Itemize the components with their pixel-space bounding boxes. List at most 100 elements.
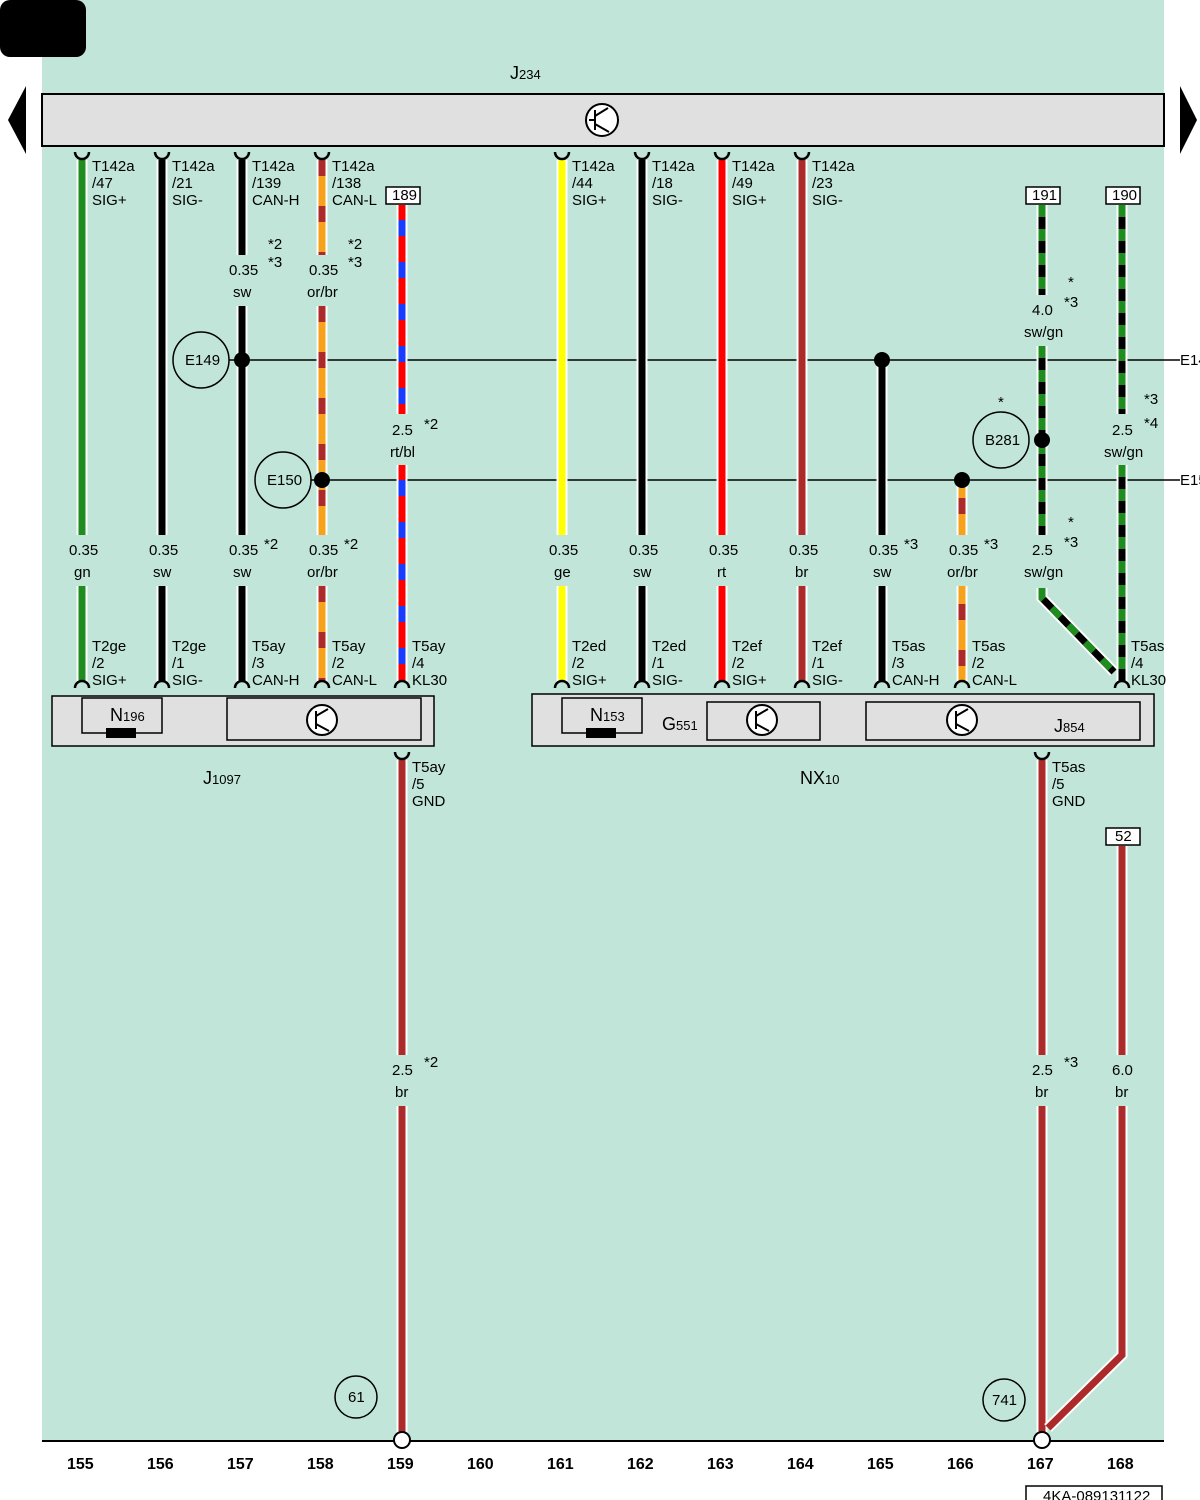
svg-text:6.0: 6.0 xyxy=(1112,1062,1133,1079)
svg-text:sw: sw xyxy=(233,564,252,581)
prev-page-arrow-icon[interactable] xyxy=(8,86,26,154)
svg-text:168: 168 xyxy=(1107,1456,1134,1473)
svg-text:2.5: 2.5 xyxy=(1112,422,1133,439)
svg-text:T2ge: T2ge xyxy=(92,638,126,655)
circle-e150[interactable]: E150 xyxy=(254,451,312,509)
edge-ref-e149: E149 xyxy=(1180,352,1200,369)
svg-text:SIG-: SIG- xyxy=(172,192,203,209)
bottom-pin-labels: T2ge /2 SIG+ T2ge /1 SIG- T5ay /3 CAN-H … xyxy=(92,638,1166,689)
svg-text:157: 157 xyxy=(227,1456,254,1473)
svg-text:158: 158 xyxy=(307,1456,334,1473)
svg-text:SIG+: SIG+ xyxy=(732,672,767,689)
svg-text:163: 163 xyxy=(707,1456,734,1473)
svg-text:T5as: T5as xyxy=(1052,759,1085,776)
svg-text:/44: /44 xyxy=(572,175,593,192)
svg-text:4KA-089131122: 4KA-089131122 xyxy=(1043,1488,1150,1500)
svg-text:/23: /23 xyxy=(812,175,833,192)
ref-box-52[interactable]: 52 xyxy=(1105,827,1141,846)
sub-n196 xyxy=(81,697,163,734)
edge-ref-e150: E150 xyxy=(1180,472,1200,489)
component-nx10[interactable]: N153 G551 J854 NX10 xyxy=(531,693,1155,788)
svg-text:br: br xyxy=(395,1084,408,1101)
svg-text:/21: /21 xyxy=(172,175,193,192)
svg-text:4.0: 4.0 xyxy=(1032,302,1053,319)
component-j1097[interactable]: N196 J1097 xyxy=(51,695,435,788)
circle-b281[interactable]: * B281 xyxy=(972,394,1030,469)
svg-text:/2: /2 xyxy=(572,655,585,672)
svg-text:164: 164 xyxy=(787,1456,814,1473)
svg-text:/1: /1 xyxy=(652,655,665,672)
page-tab xyxy=(0,0,86,57)
svg-text:0.35: 0.35 xyxy=(869,542,898,559)
next-page-arrow-icon[interactable] xyxy=(1180,86,1197,154)
svg-text:br: br xyxy=(1035,1084,1048,1101)
circle-61[interactable]: 61 xyxy=(334,1375,378,1419)
svg-text:T142a: T142a xyxy=(252,158,295,175)
svg-text:SIG-: SIG- xyxy=(172,672,203,689)
svg-text:161: 161 xyxy=(547,1456,574,1473)
svg-text:E150: E150 xyxy=(267,472,302,489)
svg-text:GND: GND xyxy=(412,793,446,810)
svg-text:/47: /47 xyxy=(92,175,113,192)
svg-text:/49: /49 xyxy=(732,175,753,192)
svg-text:T2ge: T2ge xyxy=(172,638,206,655)
svg-text:CAN-H: CAN-H xyxy=(892,672,940,689)
transistor-icon xyxy=(306,704,338,736)
svg-text:SIG+: SIG+ xyxy=(572,192,607,209)
svg-text:br: br xyxy=(1115,1084,1128,1101)
svg-text:/1: /1 xyxy=(812,655,825,672)
svg-text:sw/gn: sw/gn xyxy=(1024,564,1063,581)
svg-text:*3: *3 xyxy=(1064,534,1078,551)
svg-text:GND: GND xyxy=(1052,793,1086,810)
svg-text:SIG+: SIG+ xyxy=(732,192,767,209)
svg-text:E149: E149 xyxy=(185,352,220,369)
svg-text:189: 189 xyxy=(392,187,417,204)
svg-text:T142a: T142a xyxy=(332,158,375,175)
svg-text:*3: *3 xyxy=(1064,294,1078,311)
svg-text:*2: *2 xyxy=(264,536,278,553)
svg-text:0.35: 0.35 xyxy=(149,542,178,559)
svg-text:/1: /1 xyxy=(172,655,185,672)
svg-text:sw: sw xyxy=(153,564,172,581)
drawing-number-box: 4KA-089131122 xyxy=(1025,1485,1163,1500)
svg-text:0.35: 0.35 xyxy=(229,542,258,559)
svg-text:B281: B281 xyxy=(985,432,1020,449)
svg-text:166: 166 xyxy=(947,1456,974,1473)
svg-text:2.5: 2.5 xyxy=(392,1062,413,1079)
svg-text:or/br: or/br xyxy=(307,284,338,301)
ref-box-189[interactable]: 189 xyxy=(385,186,421,205)
svg-text:/5: /5 xyxy=(1052,776,1065,793)
svg-text:SIG-: SIG- xyxy=(652,192,683,209)
svg-text:CAN-L: CAN-L xyxy=(332,192,377,209)
svg-text:J854: J854 xyxy=(1054,716,1085,736)
svg-text:or/br: or/br xyxy=(307,564,338,581)
svg-text:sw/gn: sw/gn xyxy=(1104,444,1143,461)
svg-text:T5ay: T5ay xyxy=(332,638,366,655)
svg-text:/4: /4 xyxy=(1131,655,1144,672)
ref-box-191[interactable]: 191 xyxy=(1025,186,1061,205)
svg-text:T5as: T5as xyxy=(1131,638,1164,655)
svg-text:T2ed: T2ed xyxy=(572,638,606,655)
ground-terminal-167 xyxy=(1033,1431,1051,1449)
svg-text:0.35: 0.35 xyxy=(949,542,978,559)
svg-text:61: 61 xyxy=(348,1389,365,1406)
svg-text:T5ay: T5ay xyxy=(412,638,446,655)
svg-text:*: * xyxy=(998,394,1004,411)
svg-text:*: * xyxy=(1068,514,1074,531)
svg-text:159: 159 xyxy=(387,1456,414,1473)
circle-741[interactable]: 741 xyxy=(982,1378,1026,1422)
svg-text:gn: gn xyxy=(74,564,91,581)
top-pin-labels: T142a /47 SIG+ T142a /21 SIG- T142a /139… xyxy=(92,158,855,209)
svg-text:*2: *2 xyxy=(424,1054,438,1071)
svg-text:sw: sw xyxy=(873,564,892,581)
svg-text:190: 190 xyxy=(1112,187,1137,204)
svg-text:0.35: 0.35 xyxy=(309,542,338,559)
svg-text:CAN-L: CAN-L xyxy=(972,672,1017,689)
svg-text:/138: /138 xyxy=(332,175,361,192)
circle-e149[interactable]: E149 xyxy=(172,331,230,389)
svg-text:741: 741 xyxy=(992,1392,1017,1409)
svg-text:/2: /2 xyxy=(332,655,345,672)
svg-text:0.35: 0.35 xyxy=(789,542,818,559)
ref-box-190[interactable]: 190 xyxy=(1105,186,1141,205)
svg-text:*2: *2 xyxy=(348,236,362,253)
